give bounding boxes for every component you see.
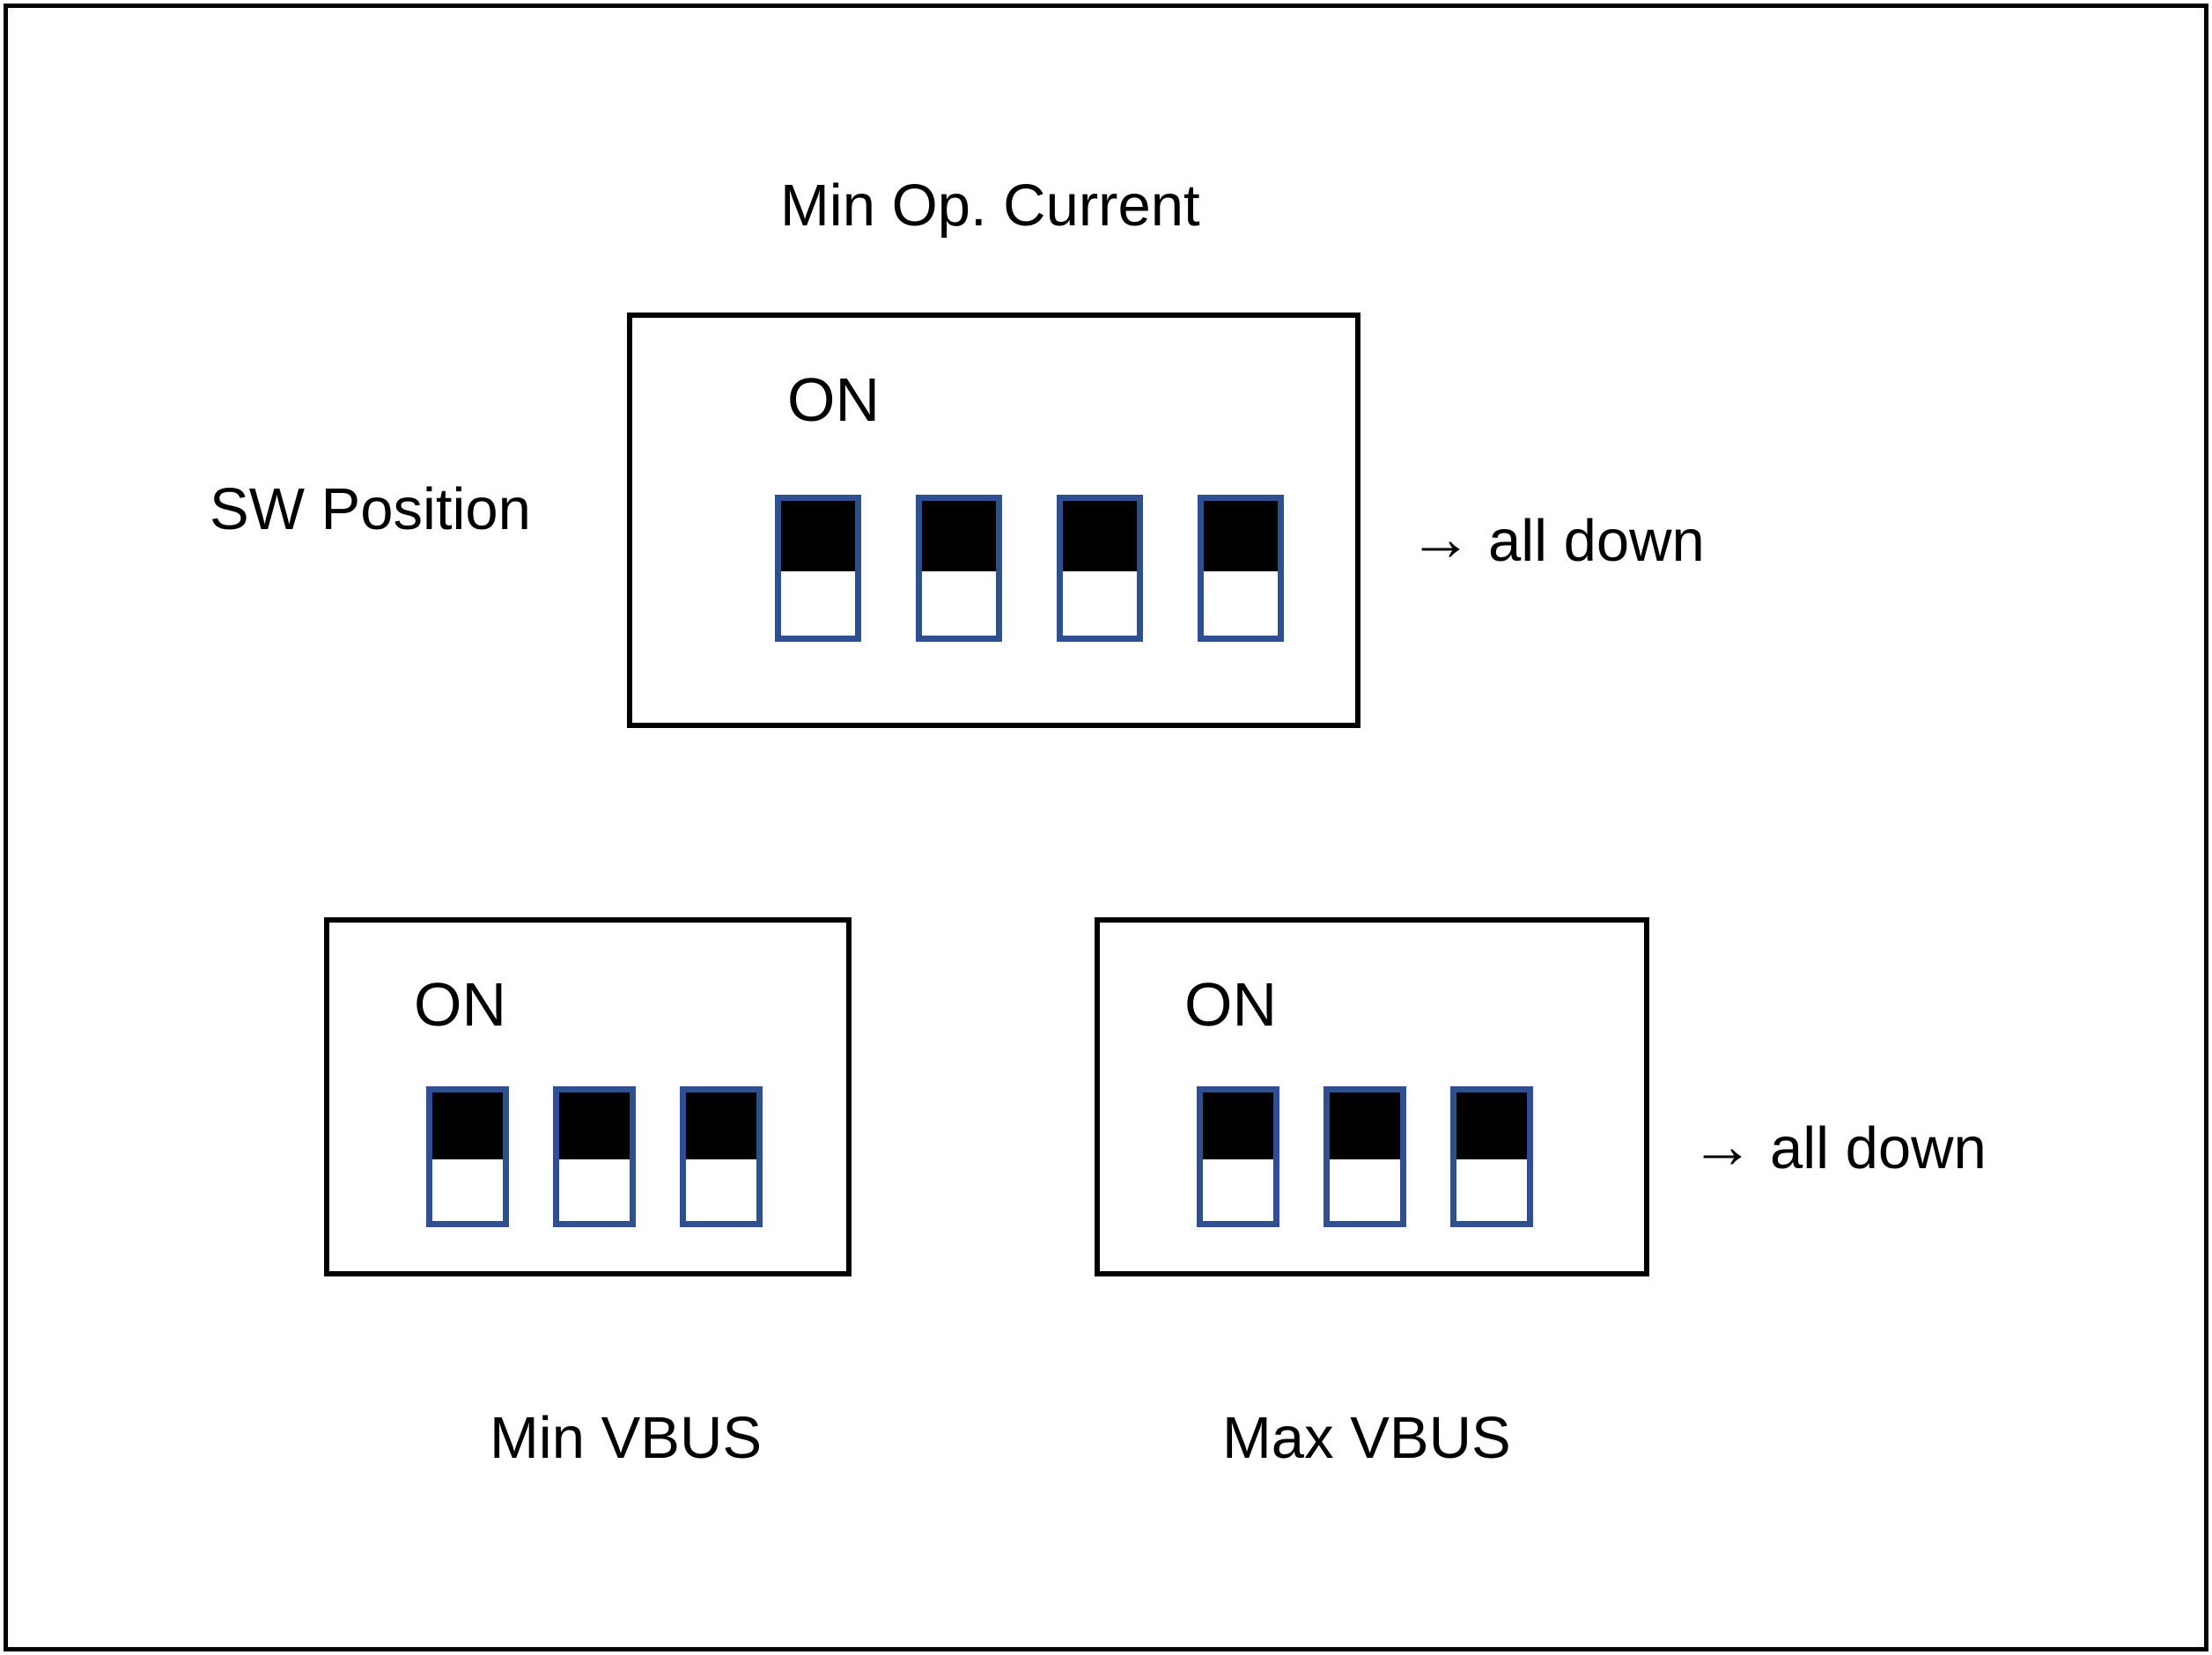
- switch-empty-half: [922, 570, 996, 636]
- dip-switch-2-max-vbus[interactable]: [1324, 1086, 1406, 1227]
- dip-switch-1-min-vbus[interactable]: [426, 1086, 509, 1227]
- caption-min-vbus: Min VBUS: [490, 1405, 763, 1471]
- dip-switch-2-min-vbus[interactable]: [553, 1086, 636, 1227]
- switch-empty-half: [559, 1158, 630, 1221]
- dip-switch-4-min-op-current[interactable]: [1198, 495, 1284, 642]
- switch-empty-half: [1204, 570, 1278, 636]
- on-label-min-vbus: ON: [414, 970, 506, 1039]
- switch-filled-half: [432, 1092, 503, 1159]
- dip-switch-1-max-vbus[interactable]: [1197, 1086, 1279, 1227]
- switch-empty-half: [432, 1158, 503, 1221]
- switch-filled-half: [1456, 1092, 1527, 1159]
- switch-filled-half: [781, 501, 855, 571]
- min-op-current-title-text: Min Op. Current: [780, 173, 1200, 239]
- note-max-vbus: → all down: [1691, 1111, 1987, 1181]
- dip-switch-3-min-op-current[interactable]: [1057, 495, 1143, 642]
- switch-bank-min-op-current[interactable]: ON: [627, 313, 1360, 728]
- note-min-op-current-text: all down: [1488, 507, 1705, 574]
- caption-max-vbus: Max VBUS: [1222, 1405, 1511, 1471]
- min-op-current-title: Min Op. Current: [780, 176, 1200, 235]
- switch-empty-half: [686, 1158, 756, 1221]
- page-border: [4, 4, 2208, 1651]
- right-arrow-icon: →: [1409, 504, 1472, 574]
- switch-empty-half: [1330, 1158, 1400, 1221]
- dip-switch-1-min-op-current[interactable]: [775, 495, 861, 642]
- switch-filled-half: [559, 1092, 630, 1159]
- switch-bank-max-vbus[interactable]: ON: [1095, 917, 1649, 1276]
- sw-position-label: SW Position: [210, 480, 531, 539]
- switch-filled-half: [1063, 501, 1137, 571]
- switch-bank-min-vbus[interactable]: ON: [324, 917, 852, 1276]
- switch-filled-half: [1203, 1092, 1273, 1159]
- switch-empty-half: [1456, 1158, 1527, 1221]
- right-arrow-icon: →: [1691, 1111, 1754, 1181]
- switch-empty-half: [781, 570, 855, 636]
- on-label-max-vbus: ON: [1184, 970, 1277, 1039]
- switch-filled-half: [1204, 501, 1278, 571]
- dip-switch-2-min-op-current[interactable]: [916, 495, 1002, 642]
- note-min-op-current: → all down: [1409, 504, 1705, 574]
- switch-empty-half: [1203, 1158, 1273, 1221]
- switch-filled-half: [1330, 1092, 1400, 1159]
- dip-switch-3-max-vbus[interactable]: [1450, 1086, 1533, 1227]
- note-max-vbus-text: all down: [1770, 1114, 1987, 1181]
- switch-filled-half: [686, 1092, 756, 1159]
- switch-empty-half: [1063, 570, 1137, 636]
- on-label-min-op-current: ON: [787, 365, 880, 434]
- dip-switch-3-min-vbus[interactable]: [680, 1086, 763, 1227]
- sw-position-label-text: SW Position: [210, 476, 531, 542]
- switch-filled-half: [922, 501, 996, 571]
